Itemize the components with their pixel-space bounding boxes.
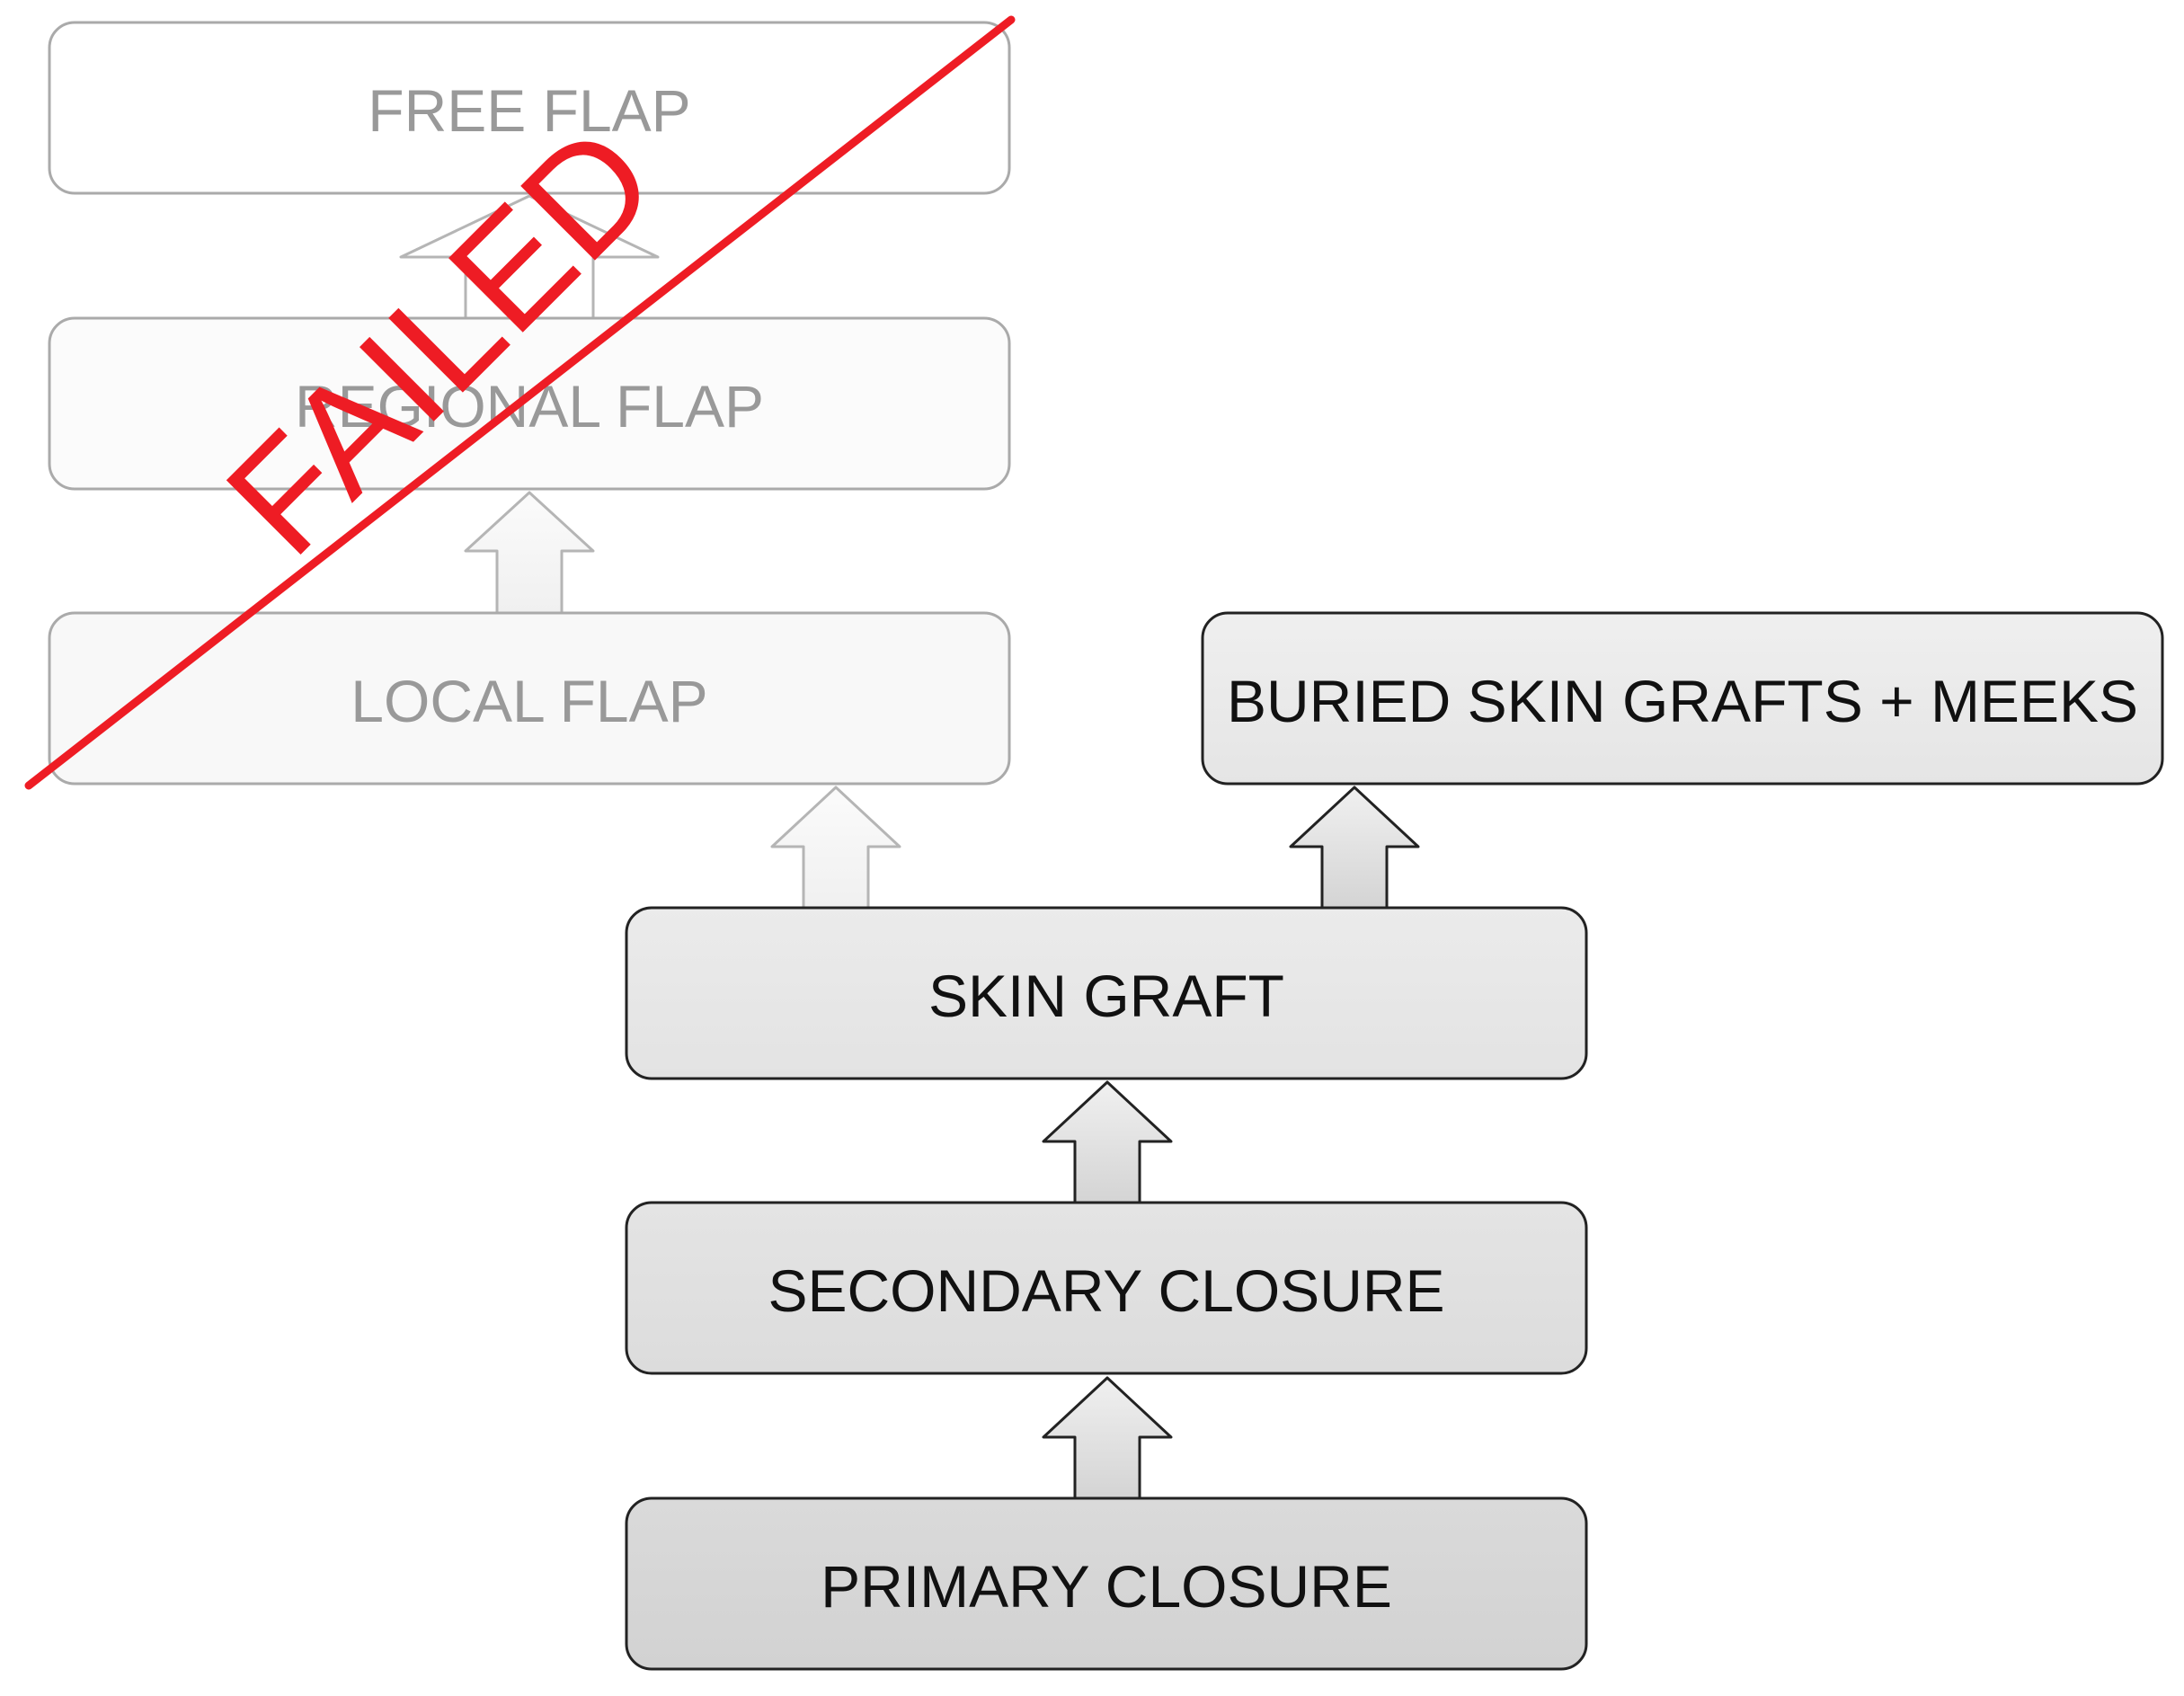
free-flap-box: FREE FLAP [48, 21, 1011, 195]
local-flap-box: LOCAL FLAP [48, 611, 1011, 786]
arrow-secondary-to-skin-graft [1042, 1080, 1173, 1204]
failed-strike-line [24, 15, 1016, 790]
secondary-closure-box: SECONDARY CLOSURE [625, 1201, 1588, 1375]
local-flap-label: LOCAL FLAP [351, 668, 707, 734]
primary-closure-box: PRIMARY CLOSURE [625, 1496, 1588, 1671]
arrow-local-to-regional [464, 491, 595, 615]
secondary-closure-label: SECONDARY CLOSURE [768, 1257, 1444, 1324]
arrow-skin-graft-to-local-flap [770, 786, 901, 910]
regional-flap-label: REGIONAL FLAP [295, 373, 764, 440]
regional-flap-box: REGIONAL FLAP [48, 316, 1011, 491]
free-flap-label: FREE FLAP [368, 77, 690, 144]
arrow-primary-to-secondary [1042, 1376, 1173, 1500]
arrow-regional-to-free [399, 194, 660, 320]
buried-skin-grafts-box: BURIED SKIN GRAFTS + MEEKS [1201, 611, 2164, 786]
buried-skin-grafts-label: BURIED SKIN GRAFTS + MEEKS [1227, 668, 2138, 734]
skin-graft-box: SKIN GRAFT [625, 906, 1588, 1080]
arrow-skin-graft-to-buried [1289, 786, 1420, 910]
skin-graft-label: SKIN GRAFT [928, 963, 1284, 1029]
primary-closure-label: PRIMARY CLOSURE [821, 1553, 1392, 1620]
